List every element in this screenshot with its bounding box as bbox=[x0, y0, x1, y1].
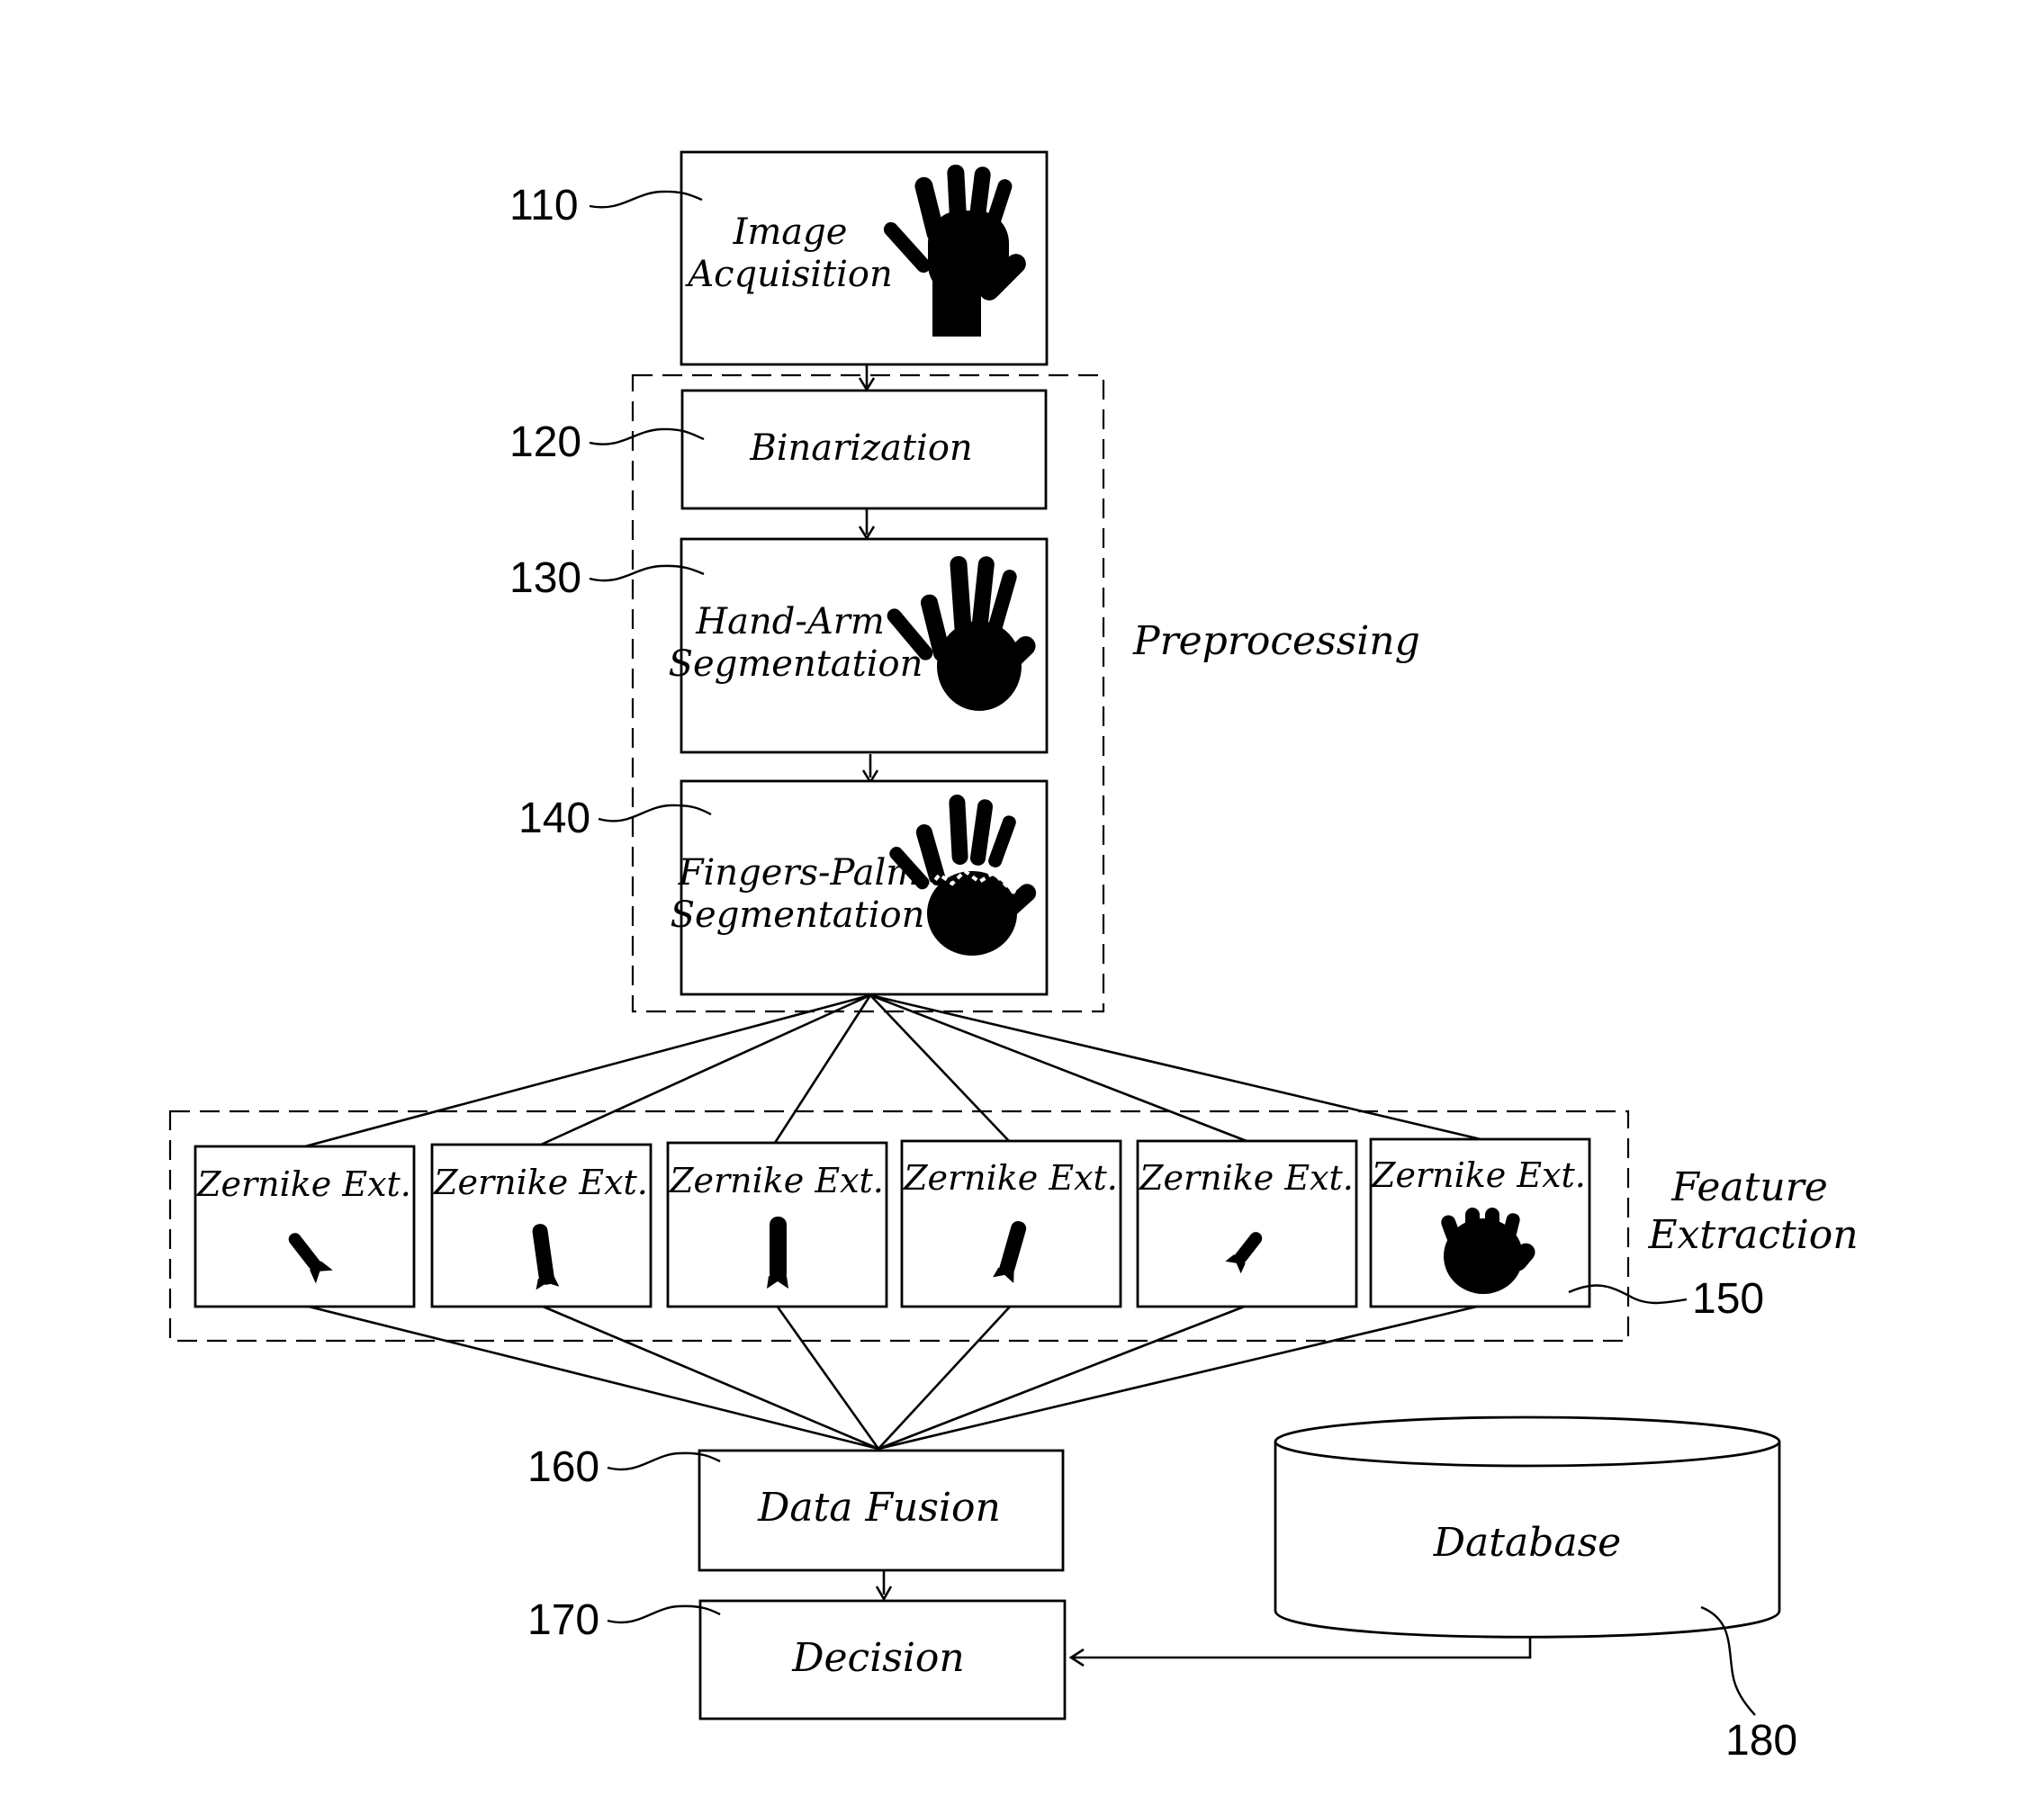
extractor-label: Zernike Ext. bbox=[903, 1158, 1118, 1198]
arrow-database-to-decision bbox=[1071, 1636, 1530, 1666]
fingers-palm-label-line2: Segmentation bbox=[671, 894, 925, 936]
middle-finger-silhouette-icon bbox=[767, 1217, 788, 1289]
ref-number-150: 150 bbox=[1692, 1275, 1764, 1323]
extractor-label: Zernike Ext. bbox=[196, 1164, 411, 1204]
fingers-palm-segmentation-step: Fingers-Palm Segmentation bbox=[671, 781, 1047, 994]
extractor-label: Zernike Ext. bbox=[1139, 1158, 1354, 1198]
database-cylinder: Database bbox=[1275, 1417, 1779, 1637]
extractor-label: Zernike Ext. bbox=[1371, 1155, 1586, 1195]
ref-number-180: 180 bbox=[1725, 1717, 1797, 1765]
fanout-line-ring bbox=[870, 995, 1009, 1141]
zernike-extractor-ring: Zernike Ext. bbox=[902, 1141, 1121, 1307]
feature-extraction-label-line1: Feature bbox=[1670, 1164, 1828, 1210]
data-fusion-label: Data Fusion bbox=[757, 1485, 1001, 1531]
ref-number-160: 160 bbox=[527, 1443, 599, 1491]
preprocessing-group-label: Preprocessing bbox=[1132, 618, 1420, 664]
data-fusion-step: Data Fusion bbox=[699, 1451, 1063, 1570]
fanout-line-palm bbox=[870, 995, 1481, 1139]
feature-extraction-label-line2: Extraction bbox=[1647, 1212, 1858, 1258]
arrow-binarization-to-handarm bbox=[860, 509, 874, 538]
arrow-handarm-to-fingerspalm bbox=[863, 754, 878, 782]
decision-step: Decision bbox=[700, 1601, 1065, 1719]
ref-number-170: 170 bbox=[527, 1596, 599, 1644]
hand-arm-label-line1: Hand-Arm bbox=[695, 601, 885, 642]
ref-number-140: 140 bbox=[518, 795, 590, 842]
ref-number-130: 130 bbox=[509, 554, 581, 602]
zernike-extractor-little: Zernike Ext. bbox=[1138, 1141, 1356, 1307]
extractor-label: Zernike Ext. bbox=[433, 1163, 648, 1202]
fanin-line-little bbox=[878, 1306, 1247, 1449]
image-acquisition-step: Image Acquisition bbox=[681, 152, 1047, 364]
fingers-palm-label-line1: Fingers-Palm bbox=[678, 852, 920, 894]
decision-label: Decision bbox=[791, 1635, 965, 1681]
zernike-extractor-palm: Zernike Ext. bbox=[1371, 1139, 1589, 1307]
image-acquisition-label-line1: Image bbox=[733, 211, 848, 253]
database-top bbox=[1275, 1417, 1779, 1466]
image-acquisition-label-line2: Acquisition bbox=[684, 254, 892, 295]
zernike-extractor-thumb: Zernike Ext. bbox=[195, 1146, 414, 1307]
hand-arm-label-line2: Segmentation bbox=[669, 643, 923, 685]
zernike-extractor-middle: Zernike Ext. bbox=[668, 1143, 887, 1307]
database-label: Database bbox=[1433, 1520, 1621, 1566]
ref-number-120: 120 bbox=[509, 418, 581, 466]
extractor-label: Zernike Ext. bbox=[669, 1161, 884, 1200]
binarization-step: Binarization bbox=[682, 391, 1046, 508]
binarization-label: Binarization bbox=[749, 427, 972, 469]
ref-number-110: 110 bbox=[509, 182, 579, 229]
hand-arm-segmentation-step: Hand-Arm Segmentation bbox=[669, 539, 1047, 752]
arrow-acquisition-to-binarization bbox=[860, 364, 874, 390]
zernike-extractor-index: Zernike Ext. bbox=[432, 1145, 651, 1307]
fanout-line-little bbox=[870, 995, 1247, 1141]
arrow-fusion-to-decision bbox=[877, 1571, 891, 1599]
fanin-line-ring bbox=[878, 1306, 1011, 1449]
